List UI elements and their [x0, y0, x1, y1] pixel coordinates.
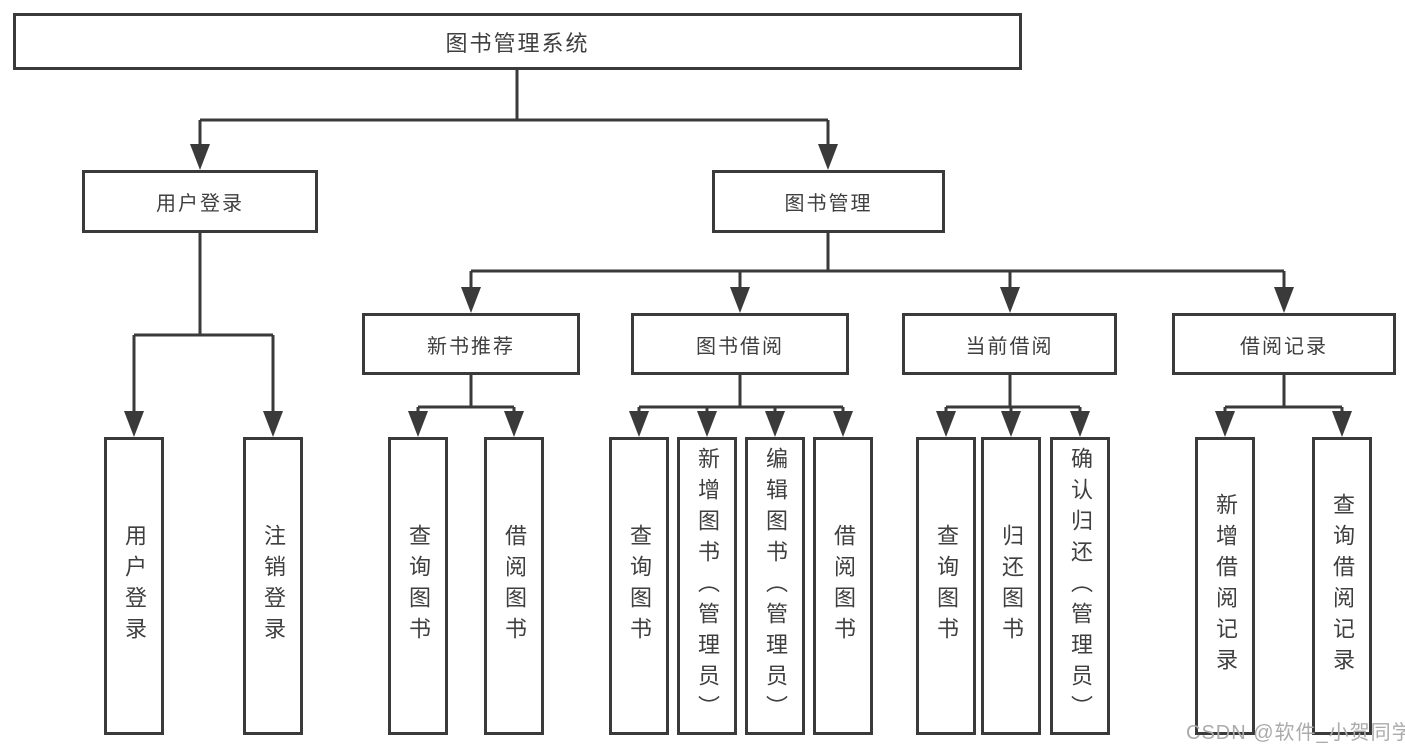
leaf-query-books-borrowing: 查询图书: [609, 437, 669, 735]
node-book-management: 图书管理: [712, 170, 945, 233]
connector-book-borrowing-to-leaves: [629, 375, 853, 437]
leaf-query-books-recommend: 查询图书: [388, 437, 448, 735]
leaf-add-books-admin: 新增图书（管理员）: [677, 437, 737, 735]
leaf-borrow-books: 借阅图书: [813, 437, 873, 735]
connector-current-borrowing-to-leaves: [936, 375, 1090, 437]
leaf-query-borrow-record: 查询借阅记录: [1312, 437, 1372, 735]
leaf-return-books: 归还图书: [981, 437, 1041, 735]
leaf-logout: 注销登录: [243, 437, 303, 735]
leaf-user-login: 用户登录: [104, 437, 164, 735]
leaf-add-borrow-record: 新增借阅记录: [1195, 437, 1255, 735]
leaf-borrow-books-recommend: 借阅图书: [484, 437, 544, 735]
csdn-watermark: CSDN @软件_小贺同学: [1186, 722, 1405, 744]
connector-user-login-to-leaves: [124, 233, 283, 437]
node-library-management-system: 图书管理系统: [13, 13, 1022, 70]
leaf-edit-books-admin: 编辑图书（管理员）: [745, 437, 805, 735]
connector-new-book-recommend-to-leaves: [408, 375, 524, 437]
node-borrowing-records: 借阅记录: [1172, 313, 1396, 375]
node-current-borrowing: 当前借阅: [902, 313, 1117, 375]
connector-book-management-to-level3: [461, 233, 1294, 313]
leaf-query-books-current: 查询图书: [916, 437, 976, 735]
connector-borrowing-records-to-leaves: [1215, 375, 1352, 437]
connector-root-to-level2: [190, 70, 838, 170]
node-new-book-recommend: 新书推荐: [362, 313, 580, 375]
leaf-confirm-return-admin: 确认归还（管理员）: [1050, 437, 1110, 735]
node-book-borrowing: 图书借阅: [631, 313, 849, 375]
node-user-login: 用户登录: [82, 170, 318, 233]
